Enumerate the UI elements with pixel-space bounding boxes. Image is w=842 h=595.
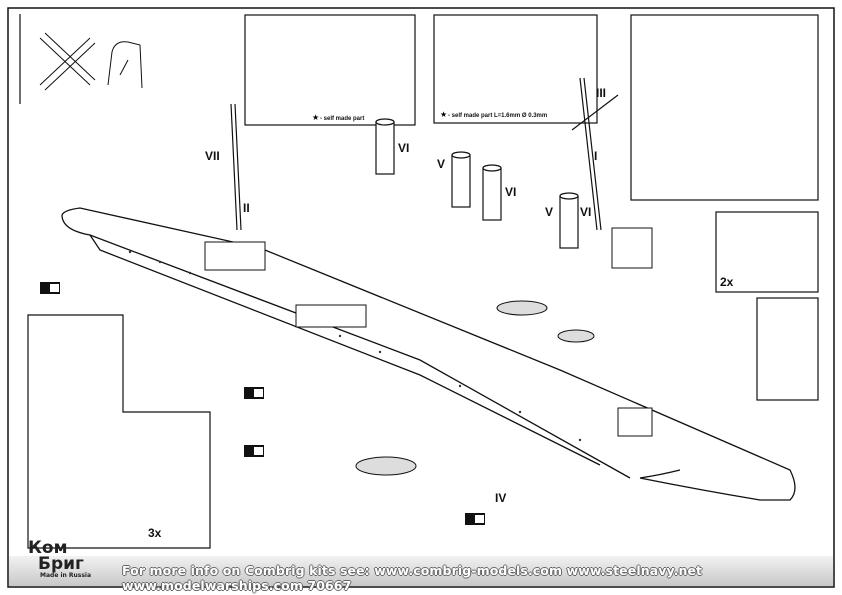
label-I: I (594, 149, 597, 163)
combrig-logo: Ком Бриг Made in Russia (28, 538, 92, 580)
label-VI-a: VI (398, 141, 409, 155)
label-3x: 3x (148, 526, 162, 540)
inset-guns-3x (27, 314, 211, 549)
label-V-b: V (545, 205, 553, 219)
note-self-made-part-dims: - self made part L=1.6mm Ø 0.3mm (448, 113, 547, 119)
label-VII: VII (205, 149, 220, 163)
page-frame (7, 7, 835, 588)
inset-oars (756, 297, 819, 401)
label-IV: IV (495, 491, 506, 505)
boats (355, 300, 595, 476)
note-self-made-part: - self made part (320, 116, 364, 122)
inset-davit (433, 14, 598, 124)
label-V-a: V (437, 157, 445, 171)
footer-band (9, 556, 833, 586)
label-III: III (596, 86, 606, 100)
masts (230, 77, 619, 231)
star-icon: ★ (312, 113, 319, 122)
ship-hull (61, 207, 796, 501)
inset-bridge (630, 14, 819, 201)
deckhouses (204, 227, 653, 437)
label-II: II (243, 201, 250, 215)
label-2x: 2x (720, 275, 734, 289)
star-icon: ★ (440, 110, 447, 119)
funnels (375, 118, 579, 249)
arrow-markers (40, 282, 485, 525)
cross-brace-part (39, 32, 143, 91)
inset-paddle-wheel (244, 14, 416, 126)
inset-2x (715, 211, 819, 293)
label-VI-c: VI (580, 205, 591, 219)
label-VI-b: VI (505, 185, 516, 199)
footer-info: For more info on Combrig kits see: www.c… (122, 563, 703, 593)
